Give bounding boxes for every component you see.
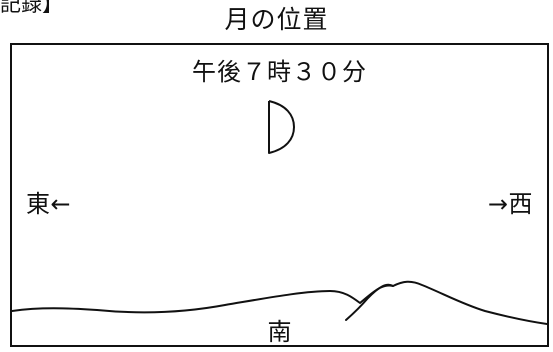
horizon-line — [12, 280, 547, 325]
moon-observation-panel: 午後７時３０分 東← →西 南 — [10, 43, 549, 347]
half-moon-icon — [268, 100, 295, 154]
west-direction-label: →西 — [487, 190, 533, 218]
time-label: 午後７時３０分 — [192, 58, 367, 86]
horizon-landscape — [12, 280, 547, 325]
south-direction-label: 南 — [267, 318, 292, 346]
page-title: 月の位置 — [224, 5, 329, 34]
mountain-front-line — [345, 283, 394, 321]
east-direction-label: 東← — [26, 190, 72, 218]
record-fragment-text: 記録】 — [0, 0, 63, 16]
